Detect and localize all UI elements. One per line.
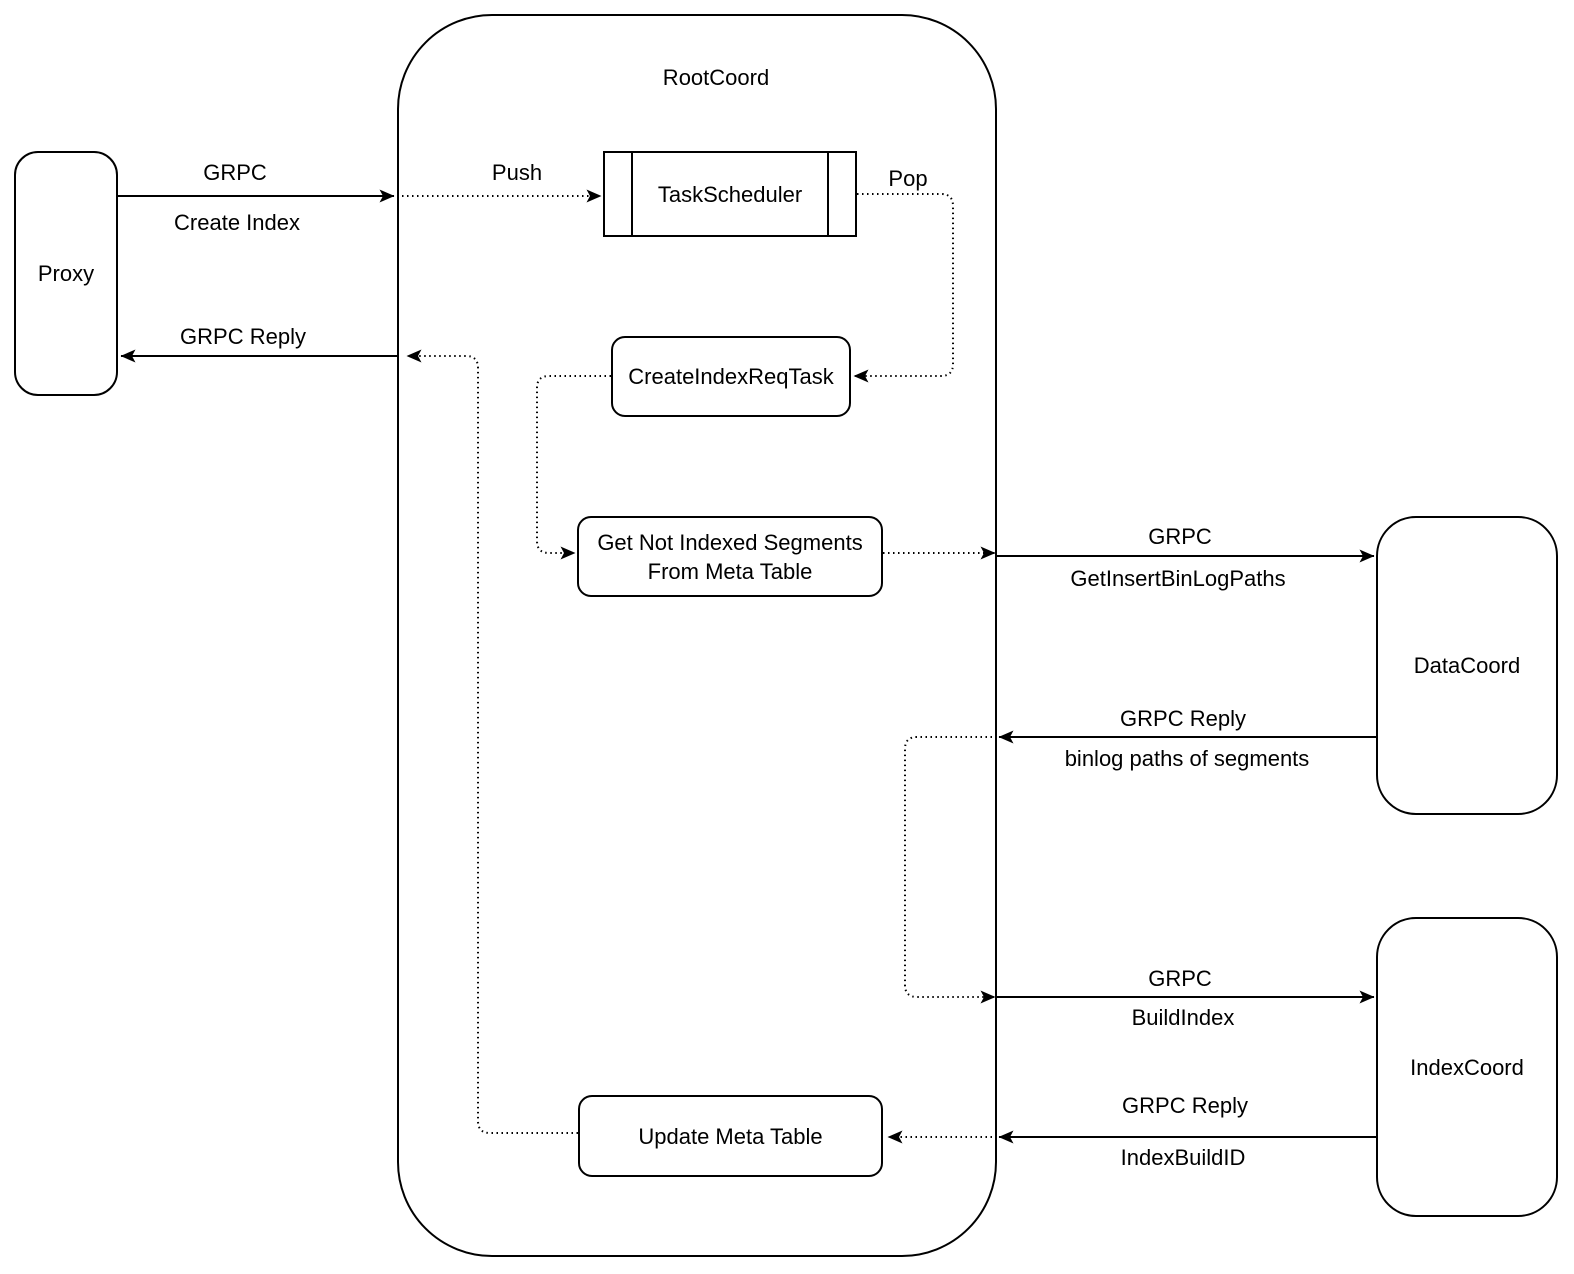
data-coord-label: DataCoord xyxy=(1413,653,1521,678)
arrow-update-meta-to-proxy-reply xyxy=(406,349,578,1134)
label-grpc-reply-binlog-2: binlog paths of segments xyxy=(1064,746,1310,771)
node-get-not-indexed-segments: Get Not Indexed Segments From Meta Table xyxy=(577,516,883,597)
label-push: Push xyxy=(491,160,543,185)
label-grpc-reply-ibid-2: IndexBuildID xyxy=(1120,1145,1246,1170)
task-queue-bar-left xyxy=(631,153,633,235)
node-update-meta-table: Update Meta Table xyxy=(578,1095,883,1177)
label-pop: Pop xyxy=(888,166,928,191)
get-not-indexed-segments-line1: Get Not Indexed Segments xyxy=(597,529,863,555)
label-grpc-build-index-2: BuildIndex xyxy=(1131,1005,1235,1030)
create-index-req-task-label: CreateIndexReqTask xyxy=(628,364,834,389)
get-not-indexed-segments-line2: From Meta Table xyxy=(647,558,813,584)
label-grpc-get-insert-2: GetInsertBinLogPaths xyxy=(1070,566,1286,591)
arrow-pop xyxy=(853,193,954,383)
node-create-index-req-task: CreateIndexReqTask xyxy=(611,336,851,417)
task-scheduler-label: TaskScheduler xyxy=(657,181,803,207)
node-task-scheduler: TaskScheduler xyxy=(603,151,857,237)
task-queue-bar-right xyxy=(827,153,829,235)
label-grpc-reply-proxy: GRPC Reply xyxy=(180,324,306,349)
label-grpc-reply-ibid-1: GRPC Reply xyxy=(1122,1093,1248,1118)
node-data-coord: DataCoord xyxy=(1376,516,1558,815)
node-proxy: Proxy xyxy=(14,151,118,396)
arrow-reply-to-build-index-connector xyxy=(904,736,997,1004)
label-grpc-create-index-1: GRPC xyxy=(203,160,267,185)
proxy-label: Proxy xyxy=(37,261,95,286)
label-grpc-create-index-2: Create Index xyxy=(174,210,300,235)
label-grpc-build-index-1: GRPC xyxy=(1148,966,1212,991)
index-coord-label: IndexCoord xyxy=(1410,1054,1524,1080)
label-grpc-reply-binlog-1: GRPC Reply xyxy=(1120,706,1246,731)
label-grpc-get-insert-1: GRPC xyxy=(1148,524,1212,549)
update-meta-table-label: Update Meta Table xyxy=(638,1123,823,1149)
node-index-coord: IndexCoord xyxy=(1376,917,1558,1217)
rootcoord-title: RootCoord xyxy=(662,65,770,90)
